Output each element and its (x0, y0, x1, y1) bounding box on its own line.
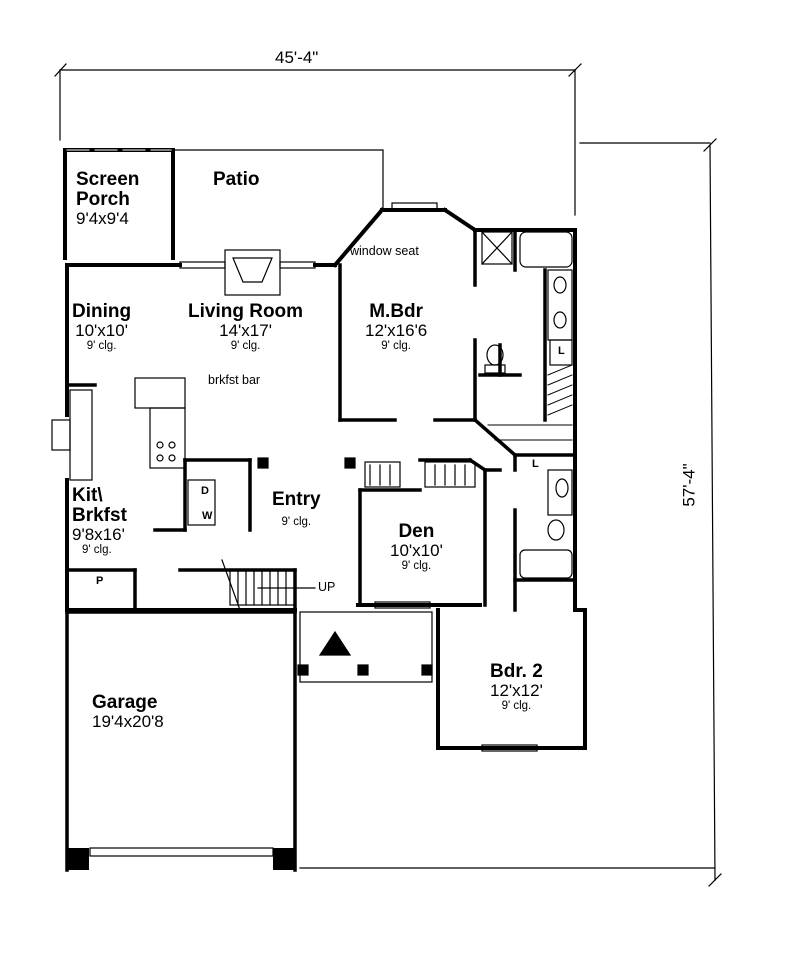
pantry-label: P (96, 575, 104, 587)
room-label-bedroom-2: Bdr. 2 12'x12' 9' clg. (490, 662, 543, 712)
room-label-garage: Garage 19'4x20'8 (92, 693, 164, 731)
room-name: Dining (72, 301, 132, 322)
room-name: Kit\ (72, 485, 103, 506)
front-porch (297, 611, 433, 683)
exterior-walls (65, 207, 587, 750)
patio-outline (174, 149, 384, 211)
master-bay-window (391, 202, 438, 210)
room-name: Screen (76, 169, 140, 190)
width-dimension-line (54, 63, 582, 216)
washer-label: W (202, 510, 213, 522)
room-name: Living Room (188, 301, 304, 322)
den-window (374, 601, 431, 609)
room-size: 12'x12' (490, 680, 543, 700)
living-room-windows (179, 249, 316, 296)
room-label-entry: Entry 9' clg. (272, 490, 321, 528)
room-name: M.Bdr (369, 301, 424, 322)
master-closet (487, 364, 573, 441)
room-name: Patio (213, 169, 260, 190)
dryer-label: D (201, 485, 209, 497)
stairs-up-label: UP (318, 580, 336, 594)
room-size: 9'8x16' (72, 524, 125, 544)
width-dimension-label: 45'-4" (275, 48, 319, 67)
room-size: 9'4x9'4 (76, 208, 129, 228)
hall-bath-fixtures (519, 469, 573, 579)
garage-walls (65, 608, 297, 872)
room-name: Garage (92, 692, 158, 713)
room-name: Porch (76, 188, 130, 210)
room-ceiling: 9' clg. (401, 559, 432, 572)
room-label-den: Den 10'x10' 9' clg. (390, 522, 443, 572)
room-name: Brkfst (72, 504, 127, 526)
bedroom2-window (481, 744, 538, 752)
master-bath-fixtures (481, 231, 573, 374)
room-ceiling: 9' clg. (86, 339, 117, 352)
room-name: Bdr. 2 (490, 661, 543, 682)
room-ceiling: 9' clg. (281, 515, 312, 528)
room-name: Den (398, 521, 435, 542)
room-label-screen-porch: Screen Porch 9'4x9'4 (76, 170, 139, 228)
room-ceiling: 9' clg. (230, 339, 261, 352)
room-size: 14'x17' (219, 320, 272, 340)
room-size: 10'x10' (390, 540, 443, 560)
window-seat-label: window seat (350, 244, 419, 258)
master-linen-label: L (558, 345, 565, 357)
room-label-patio: Patio (213, 170, 259, 190)
entry-closets (257, 457, 476, 488)
depth-dimension-line (299, 138, 722, 887)
stairs (221, 559, 316, 611)
room-ceiling: 9' clg. (82, 543, 112, 556)
kitchen-counters (51, 377, 216, 526)
screen-porch-walls (63, 148, 175, 260)
brkfst-bar-label: brkfst bar (208, 373, 261, 387)
depth-dimension-label: 57'-4" (679, 463, 699, 507)
room-size: 10'x10' (75, 320, 128, 340)
interior-walls (65, 228, 577, 612)
room-ceiling: 9' clg. (381, 339, 411, 352)
bath-linen-label: L (532, 458, 539, 470)
room-label-living-room: Living Room 14'x17' 9' clg. (188, 302, 303, 352)
room-name: Entry (272, 489, 321, 510)
room-label-kitchen: Kit\ Brkfst 9'8x16' 9' clg. (72, 486, 127, 556)
room-size: 12'x16'6 (365, 320, 428, 340)
room-label-dining: Dining 10'x10' 9' clg. (72, 302, 131, 352)
room-label-master-bedroom: M.Bdr 12'x16'6 9' clg. (365, 302, 427, 352)
room-ceiling: 9' clg. (501, 699, 532, 712)
room-size: 19'4x20'8 (92, 711, 164, 731)
